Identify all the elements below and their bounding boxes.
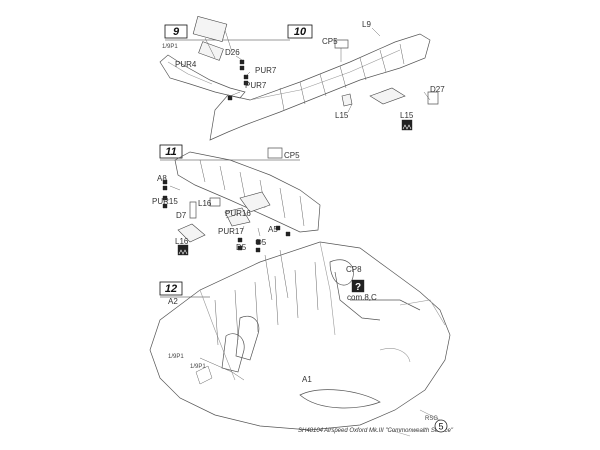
decal-marker-l16 — [177, 244, 189, 256]
label-cp8: CP8 — [346, 265, 362, 274]
step-11: 11 CP5 A8 PUR15 D7 L16 PUR16 PU — [152, 144, 321, 256]
label-a2: A2 — [168, 297, 178, 306]
label-1-9p1-c: 1/9P1 — [190, 364, 206, 370]
page-number: 5 — [438, 422, 443, 432]
step-10-number: 10 — [294, 26, 307, 38]
label-l15-a: L15 — [335, 111, 349, 120]
label-pur16: PUR16 — [225, 209, 251, 218]
label-d26: D26 — [225, 48, 240, 57]
footer-code: SH48104 — [298, 428, 324, 434]
footer: SH48104 Airspeed Oxford Mk.III "Commonwe… — [298, 416, 454, 434]
step-12-number: 12 — [165, 283, 177, 295]
decal-marker-icon-2 — [178, 249, 188, 255]
tail-fin-part — [159, 16, 246, 99]
label-a8: A8 — [157, 174, 167, 183]
label-d27: D27 — [430, 85, 445, 94]
step-10-box — [287, 24, 313, 39]
label-l15-b: L15 — [400, 111, 414, 120]
step-9-box — [164, 24, 188, 39]
label-d5-b: D5 — [256, 238, 267, 247]
label-l16-a: L16 — [198, 199, 212, 208]
label-pur4: PUR4 — [175, 60, 197, 69]
label-pur7-b: PUR7 — [245, 81, 267, 90]
label-cp5-b: CP5 — [284, 151, 300, 160]
label-a1: A1 — [302, 375, 312, 384]
label-l16-b: L16 — [175, 237, 189, 246]
decal-marker-icon — [402, 124, 412, 130]
label-1-9p1-a: 1/9P1 — [162, 44, 178, 50]
page-number-circle — [434, 419, 448, 433]
label-pur15: PUR15 — [152, 197, 178, 206]
paint-callout: ? com.8,C — [347, 279, 377, 302]
step-11-number: 11 — [165, 146, 176, 158]
label-pur7-a: PUR7 — [255, 66, 277, 75]
footer-small-text: RSG — [425, 416, 438, 422]
label-d5-a: D5 — [236, 243, 247, 252]
decal-marker-l15 — [401, 119, 413, 131]
step-10: 10 CP5 L9 D27 L15 L15 — [209, 20, 445, 141]
footer-title: Airspeed Oxford Mk.III "Commonwealth Ser… — [323, 428, 454, 434]
step-12-box — [159, 281, 183, 296]
front-fuselage-assembly — [149, 241, 451, 437]
paint-callout-text: com.8,C — [347, 293, 377, 302]
label-d7: D7 — [176, 211, 187, 220]
paint-callout-symbol: ? — [355, 282, 361, 293]
paint-callout-box — [351, 279, 365, 293]
label-a5: A5 — [268, 225, 278, 234]
step-12: 12 ? com.8,C CP8 A2 A1 1/9P1 1/9P1 — [149, 241, 451, 437]
step-9: 9 D26 PUR4 PUR7 PUR7 1/9P1 — [159, 16, 290, 101]
rear-fuselage-half — [209, 27, 439, 141]
label-cp5-a: CP5 — [322, 37, 338, 46]
step-11-box — [159, 144, 183, 159]
label-pur17: PUR17 — [218, 227, 244, 236]
small-parts-11 — [162, 179, 291, 253]
label-l9: L9 — [362, 20, 371, 29]
step-9-number: 9 — [173, 26, 180, 38]
mid-fuselage-half — [174, 147, 321, 243]
label-1-9p1-b: 1/9P1 — [168, 354, 184, 360]
small-parts-9 — [227, 55, 251, 101]
